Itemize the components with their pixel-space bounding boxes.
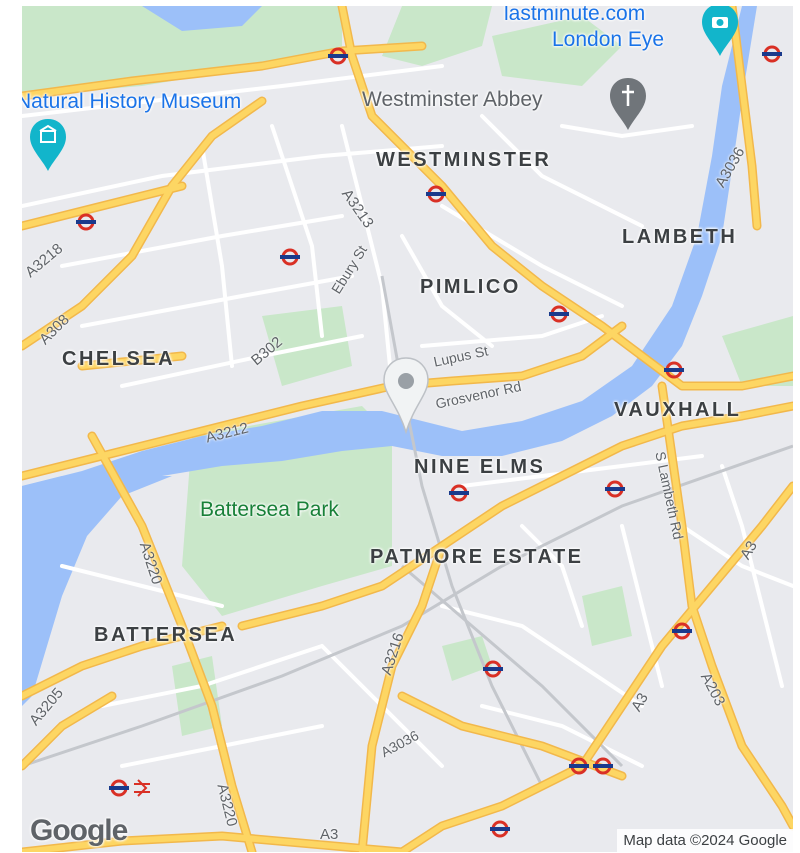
- london-eye-label-line2[interactable]: London Eye: [552, 28, 665, 51]
- tube-station-icon: [605, 480, 625, 498]
- green-area-east: [582, 586, 632, 646]
- tube-station-icon: [664, 361, 684, 379]
- tube-station-icon: [426, 185, 446, 203]
- district-label-patmore-estate: PATMORE ESTATE: [370, 546, 584, 568]
- camera-icon[interactable]: [702, 6, 738, 56]
- green-area-southwest: [172, 656, 222, 736]
- tube-station-icon: [672, 622, 692, 640]
- map-pin-icon[interactable]: [383, 357, 429, 435]
- westminster-abbey-label[interactable]: Westminster Abbey: [362, 88, 543, 111]
- green-area-vauxhall: [722, 316, 793, 386]
- district-label-pimlico: PIMLICO: [420, 276, 521, 298]
- tube-station-icon: [569, 757, 589, 775]
- tube-station-icon: [449, 484, 469, 502]
- green-park-north: [22, 6, 342, 96]
- google-logo: Google: [30, 814, 128, 847]
- battersea-park-label[interactable]: Battersea Park: [200, 498, 339, 521]
- river-thames-west: [22, 476, 172, 706]
- church-icon[interactable]: [610, 78, 646, 130]
- national-rail-icon: [134, 779, 150, 797]
- tube-station-icon: [76, 213, 96, 231]
- tube-station-icon: [762, 45, 782, 63]
- map-attribution[interactable]: Map data ©2024 Google: [617, 829, 793, 852]
- green-area-northeast: [492, 16, 622, 86]
- district-label-lambeth: LAMBETH: [622, 226, 738, 248]
- tube-station-icon: [490, 820, 510, 838]
- serpentine-lake: [142, 6, 262, 31]
- tube-station-icon: [328, 47, 348, 65]
- tube-stations: [76, 45, 782, 838]
- tube-station-icon: [549, 305, 569, 323]
- tube-station-icon: [483, 660, 503, 678]
- minor-roads: [22, 64, 793, 768]
- london-eye-label-line1[interactable]: lastminute.com: [504, 6, 646, 25]
- green-area-south: [442, 636, 492, 681]
- tube-station-icon: [280, 248, 300, 266]
- district-label-chelsea: CHELSEA: [62, 348, 176, 370]
- map-canvas[interactable]: [22, 6, 793, 852]
- tube-station-icon: [593, 757, 613, 775]
- district-label-battersea: BATTERSEA: [94, 624, 238, 646]
- museum-icon[interactable]: [30, 119, 66, 171]
- road-label-a3-bottom: A3: [320, 826, 339, 843]
- tube-station-icon: [109, 779, 129, 797]
- map-viewport[interactable]: lastminute.com London Eye Natural Histor…: [22, 6, 793, 852]
- parks: [22, 6, 793, 736]
- district-label-vauxhall: VAUXHALL: [614, 399, 742, 421]
- district-label-westminster: WESTMINSTER: [376, 149, 552, 171]
- district-label-nine-elms: NINE ELMS: [414, 456, 546, 478]
- natural-history-museum-label[interactable]: Natural History Museum: [22, 90, 242, 113]
